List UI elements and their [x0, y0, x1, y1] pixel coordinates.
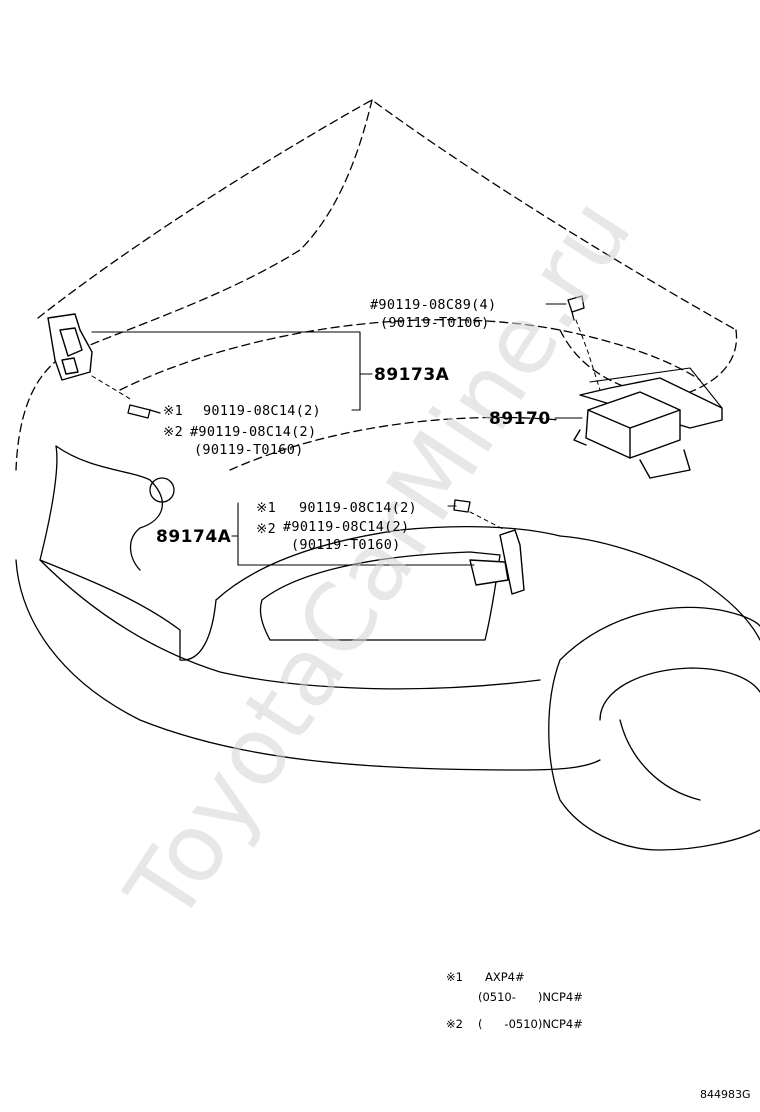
mark-note2-rear: ※2 — [256, 521, 277, 537]
dashed-leaders — [91, 319, 601, 531]
mark-note1-front: ※1 — [163, 403, 184, 419]
note1-line1: AXP4# — [485, 970, 525, 984]
note1-mark: ※1 — [446, 970, 463, 984]
rear-sensor-bracket — [469, 529, 525, 595]
bolt-label-rear-2[interactable]: #90119-08C14(2) — [283, 519, 410, 535]
part-label-89174a[interactable]: 89174A — [156, 527, 232, 547]
diagram-reference-number: 844983G — [700, 1088, 751, 1101]
bolt-label-ecu[interactable]: #90119-08C89(4) — [370, 297, 497, 313]
hood-inner-shade — [589, 367, 723, 409]
mark-note2-front: ※2 — [163, 424, 184, 440]
airbag-ecu — [573, 377, 723, 479]
bolt-alt-label-front[interactable]: (90119-T0160) — [194, 442, 304, 458]
ecu-bolt — [567, 295, 585, 321]
bracket-bolt — [127, 404, 161, 419]
bolt-alt-label-ecu[interactable]: (90119-T0106) — [380, 315, 490, 331]
part-label-89173a[interactable]: 89173A — [374, 365, 450, 385]
part-label-89170[interactable]: 89170 — [489, 409, 551, 429]
bolt-alt-label-rear[interactable]: (90119-T0160) — [291, 537, 401, 553]
body-outline — [15, 445, 760, 851]
mark-note1-rear: ※1 — [256, 500, 277, 516]
note1-line2: (0510- )NCP4# — [478, 990, 583, 1004]
leader-lines — [91, 303, 583, 566]
bolt-label-front-2[interactable]: #90119-08C14(2) — [190, 424, 317, 440]
front-sensor-bracket — [47, 313, 93, 381]
rear-bracket-bolt — [453, 499, 471, 513]
note2-line1: ( -0510)NCP4# — [478, 1017, 583, 1031]
bolt-label-rear-1[interactable]: 90119-08C14(2) — [299, 500, 417, 516]
note2-mark: ※2 — [446, 1017, 463, 1031]
bolt-label-front-1[interactable]: 90119-08C14(2) — [203, 403, 321, 419]
